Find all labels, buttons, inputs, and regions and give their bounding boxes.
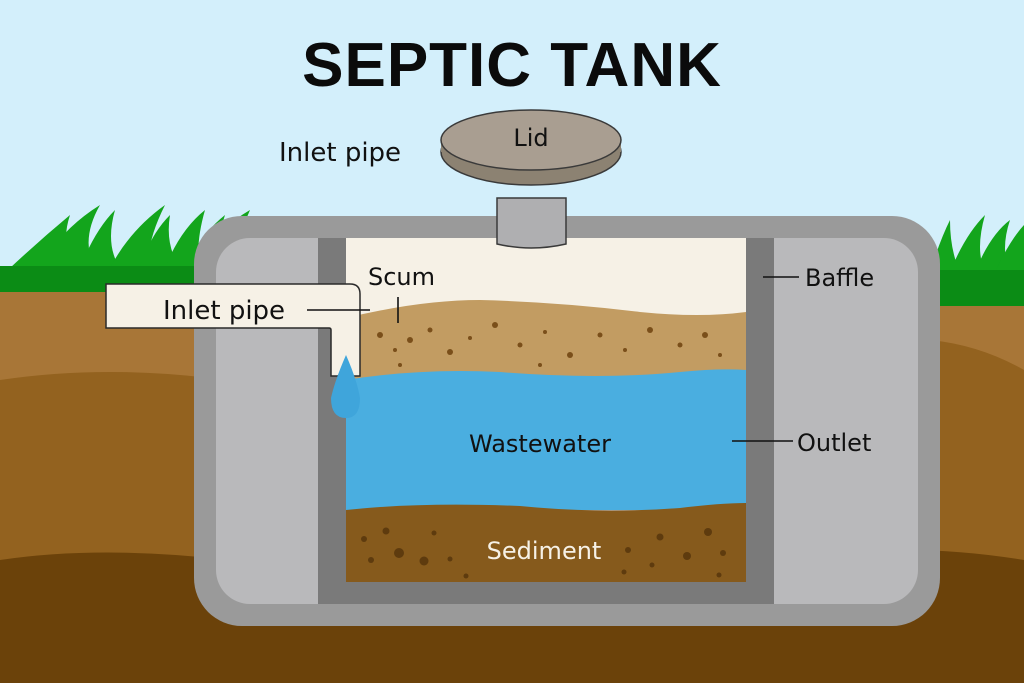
label-wastewater: Wastewater (469, 430, 611, 458)
label-inlet-pipe-top: Inlet pipe (279, 138, 401, 168)
label-sediment: Sediment (487, 537, 602, 565)
scum-layer (346, 300, 746, 380)
leader-lines (307, 276, 799, 442)
sediment-layer (346, 503, 746, 582)
label-baffle: Baffle (805, 264, 874, 292)
chamber-bottom (318, 582, 774, 604)
lid-top (440, 109, 622, 171)
grass-band-right (930, 270, 1024, 306)
lid-neck (496, 197, 567, 249)
water-drop-icon (331, 355, 360, 418)
wastewater-layer (346, 369, 746, 510)
scum-particles (377, 322, 722, 367)
label-scum: Scum (368, 263, 435, 291)
label-outlet: Outlet (797, 429, 871, 457)
diagram-title: SEPTIC TANK (302, 31, 722, 100)
label-lid: Lid (513, 124, 548, 152)
baffle-right (746, 238, 774, 604)
label-inlet-pipe: Inlet pipe (163, 296, 285, 326)
sediment-particles (361, 527, 726, 579)
